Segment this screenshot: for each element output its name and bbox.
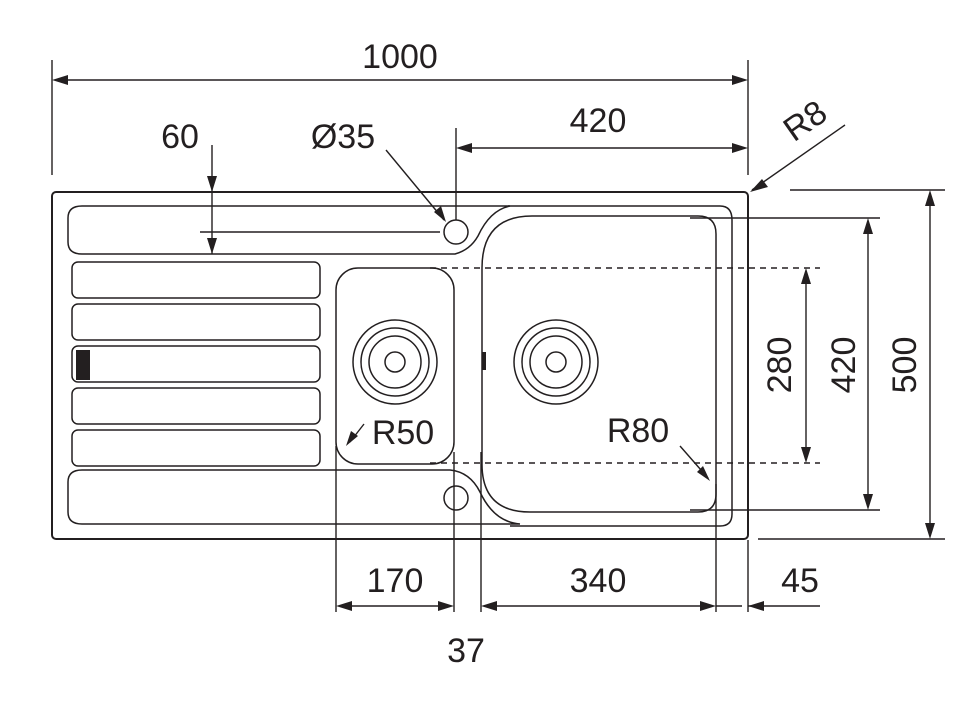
tap-hole-label: Ø35 xyxy=(311,118,375,156)
overflow-slot-icon xyxy=(482,352,486,370)
dimension-main-bowl-inner-width: 340 xyxy=(481,562,716,611)
overall-width-label: 1000 xyxy=(362,38,438,76)
small-bowl-radius-label: R50 xyxy=(372,414,434,452)
overflow-hole-icon xyxy=(443,485,469,511)
main-bowl xyxy=(481,215,717,513)
dimension-drainer-offset: 60 xyxy=(161,118,440,254)
dimension-small-bowl-depth: 280 xyxy=(761,268,811,463)
dimension-overall-depth: 500 xyxy=(758,189,945,540)
dimension-small-bowl-radius: R50 xyxy=(346,414,434,452)
dimension-main-bowl-depth: 420 xyxy=(690,217,880,511)
dimension-bowl-gap: 37 xyxy=(447,632,485,670)
main-bowl-depth-label: 420 xyxy=(825,337,863,394)
small-bowl-depth-label: 280 xyxy=(761,337,799,394)
corner-radius-label: R8 xyxy=(777,93,834,149)
bowl-guide-lines xyxy=(430,267,820,464)
dimension-small-bowl-width: 170 xyxy=(336,562,454,611)
main-bowl-radius-label: R80 xyxy=(607,412,669,450)
small-bowl xyxy=(335,267,455,465)
bowl-width-label: 420 xyxy=(570,102,627,140)
tap-hole-icon xyxy=(443,219,469,245)
dimension-corner-radius: R8 xyxy=(750,93,846,192)
main-bowl-inner-width-label: 340 xyxy=(570,562,627,600)
drain-slot-icon xyxy=(76,350,90,380)
dimension-tap-hole: Ø35 xyxy=(311,118,446,222)
dimension-main-bowl-radius: R80 xyxy=(607,412,710,481)
small-bowl-waste-icon xyxy=(352,319,438,405)
sink-outline xyxy=(51,191,749,540)
main-bowl-waste-icon xyxy=(513,319,599,405)
overall-depth-label: 500 xyxy=(886,337,924,394)
bowl-gap-label: 37 xyxy=(447,632,485,670)
small-bowl-width-label: 170 xyxy=(367,562,424,600)
dimension-right-rim: 45 xyxy=(716,562,820,611)
bottom-extension-lines xyxy=(335,446,749,612)
dimension-bowl-width: 420 xyxy=(455,102,748,220)
dimension-overall-width: 1000 xyxy=(51,38,749,175)
drainer-ribs xyxy=(71,261,321,467)
drainer-offset-label: 60 xyxy=(161,118,199,156)
right-rim-label: 45 xyxy=(781,562,819,600)
